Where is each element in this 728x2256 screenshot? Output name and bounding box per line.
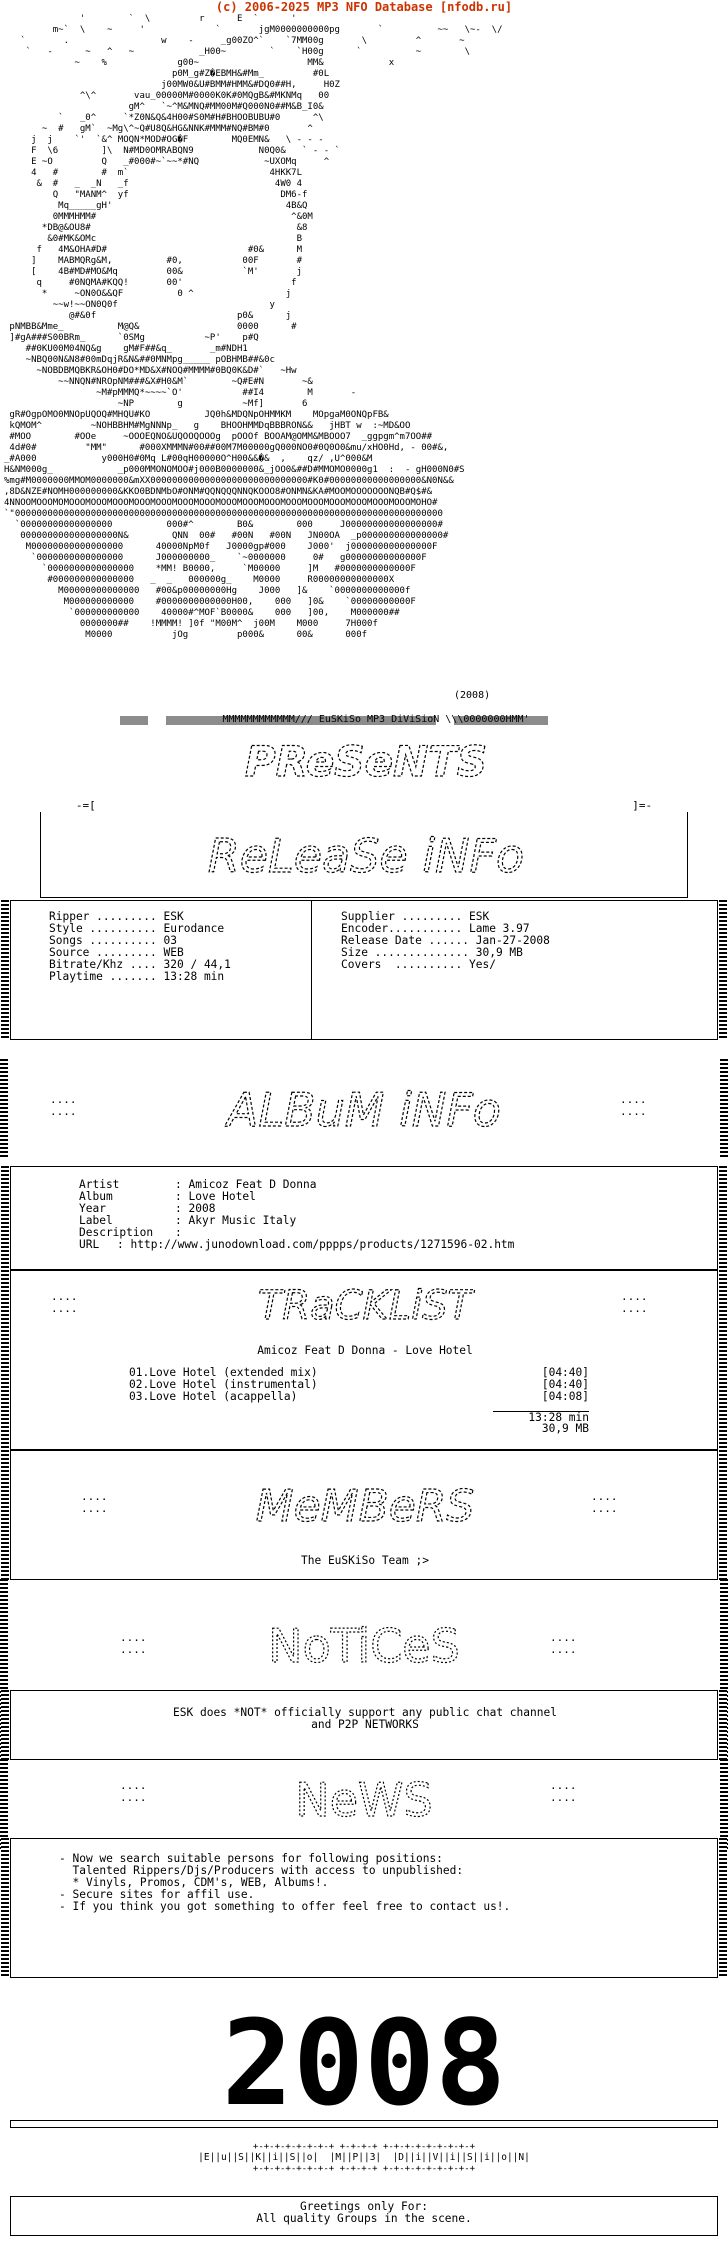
svg-text:2008: 2008 <box>222 2016 506 2116</box>
tag-year: (2008) <box>454 690 491 701</box>
release-info-left: Ripper ......... ESK Style .......... Eu… <box>49 910 231 983</box>
site-header: (c) 2006-2025 MP3 NFO Database [nfodb.ru… <box>215 0 513 14</box>
notice-line-1: ESK does *NOT* officially support any pu… <box>173 1706 557 1719</box>
track-row: 01.Love Hotel (extended mix)[04:40] <box>129 1366 589 1379</box>
members-text: The EuSKiSo Team ;> <box>301 1554 429 1567</box>
greetings-box: Greetings only For: All quality Groups i… <box>10 2196 718 2236</box>
presents-title: PReSeNTS <box>244 740 488 786</box>
notices-heading: NoTiCeS <box>268 1618 461 1673</box>
letter-row: |E||u||S||K||i||S||o| |M||P||3| |D||i||V… <box>198 2152 530 2163</box>
letter-row-box: +-+-+-+-+-+-+-+ +-+-+-+ +-+-+-+-+-+-+-+-… <box>120 2142 608 2178</box>
greetings-line-1: Greetings only For: <box>300 2200 428 2213</box>
release-info-right: Supplier ......... ESK Encoder..........… <box>341 910 550 971</box>
members-heading: MeMBeRS <box>255 1480 475 1532</box>
notices-box: .... .... .... .... NoTiCeS <box>0 1579 728 1761</box>
presents-text: PReSeNTS <box>245 740 487 786</box>
greetings-line-2: All quality Groups in the scene. <box>256 2212 472 2225</box>
news-heading: NeWS <box>295 1772 434 1827</box>
release-info-box: Ripper ......... ESK Style .......... Eu… <box>1 900 727 1040</box>
news-line: Talented Rippers/Djs/Producers with acce… <box>59 1864 464 1877</box>
news-line: - Secure sites for affil use. <box>59 1888 255 1901</box>
tracklist-heading: TRaCKLiST <box>257 1282 476 1329</box>
svg-text:NeWS: NeWS <box>295 1773 432 1827</box>
logo-underline-bars <box>0 716 728 726</box>
year-block-text: 2008 <box>222 2016 506 2116</box>
svg-text:ReLeaSe iNFo: ReLeaSe iNFo <box>208 829 524 883</box>
tracklist-heading-text: Amicoz Feat D Donna - Love Hotel <box>257 1344 473 1357</box>
news-line: - Now we search suitable persons for fol… <box>59 1852 443 1865</box>
release-info-title-panel: ReLeaSe iNFo <box>40 812 688 898</box>
track-row: 02.Love Hotel (instrumental)[04:40] <box>129 1378 589 1391</box>
group-tag-line: MMMMMMMMMMMM/// EuSKiSo MP3 DiViSioN \\\… <box>0 702 728 738</box>
notice-message-box: ESK does *NOT* officially support any pu… <box>1 1690 727 1760</box>
news-list: - Now we search suitable persons for fol… <box>59 1853 510 1913</box>
news-title-box: .... .... .... .... NeWS <box>0 1759 728 1849</box>
separator: -=[ ]=- <box>75 799 653 812</box>
release-info-divider <box>311 901 312 1039</box>
total-time: 13:28 min <box>493 1411 589 1424</box>
tracklist-box: .... .... .... .... TRaCKLiST Amicoz Fea… <box>1 1270 727 1450</box>
ascii-logo-art: ' ` \ r E ` ' m~` \ ~ ' ` jgM0000000000p… <box>4 14 503 640</box>
svg-text:TRaCKLiST: TRaCKLiST <box>258 1283 476 1329</box>
track-row: 03.Love Hotel (acappella)[04:08] <box>129 1390 589 1403</box>
members-box: .... .... .... .... MeMBeRS The EuSKiSo … <box>1 1450 727 1580</box>
news-box: - Now we search suitable persons for fol… <box>1 1838 727 1978</box>
group-tag: MMMMMMMMMMMM/// EuSKiSo MP3 DiViSioN \\\… <box>222 714 530 725</box>
album-info-heading: ALBuM iNFo <box>223 1082 501 1137</box>
svg-text:ALBuM iNFo: ALBuM iNFo <box>224 1083 501 1137</box>
total-size: 30,9 MB <box>541 1422 589 1435</box>
divider-bar <box>10 2120 718 2128</box>
notice-line-2: and P2P NETWORKS <box>311 1718 419 1731</box>
release-info-heading: ReLeaSe iNFo <box>207 828 524 883</box>
album-info-title-box: .... .... .... .... ALBuM iNFo <box>0 1059 728 1157</box>
track-list: 01.Love Hotel (extended mix)[04:40] 02.L… <box>129 1367 589 1403</box>
news-line: * Vinyls, Promos, CDM's, WEB, Albums!. <box>59 1876 329 1889</box>
svg-text:MeMBeRS: MeMBeRS <box>256 1481 475 1532</box>
svg-text:NoTiCeS: NoTiCeS <box>268 1619 460 1673</box>
album-url-link[interactable]: http://www.junodownload.com/pppps/produc… <box>130 1238 515 1251</box>
album-info-box: Artist: Amicoz Feat D Donna Album: Love … <box>1 1166 727 1270</box>
news-line: - If you think you got something to offe… <box>59 1900 511 1913</box>
